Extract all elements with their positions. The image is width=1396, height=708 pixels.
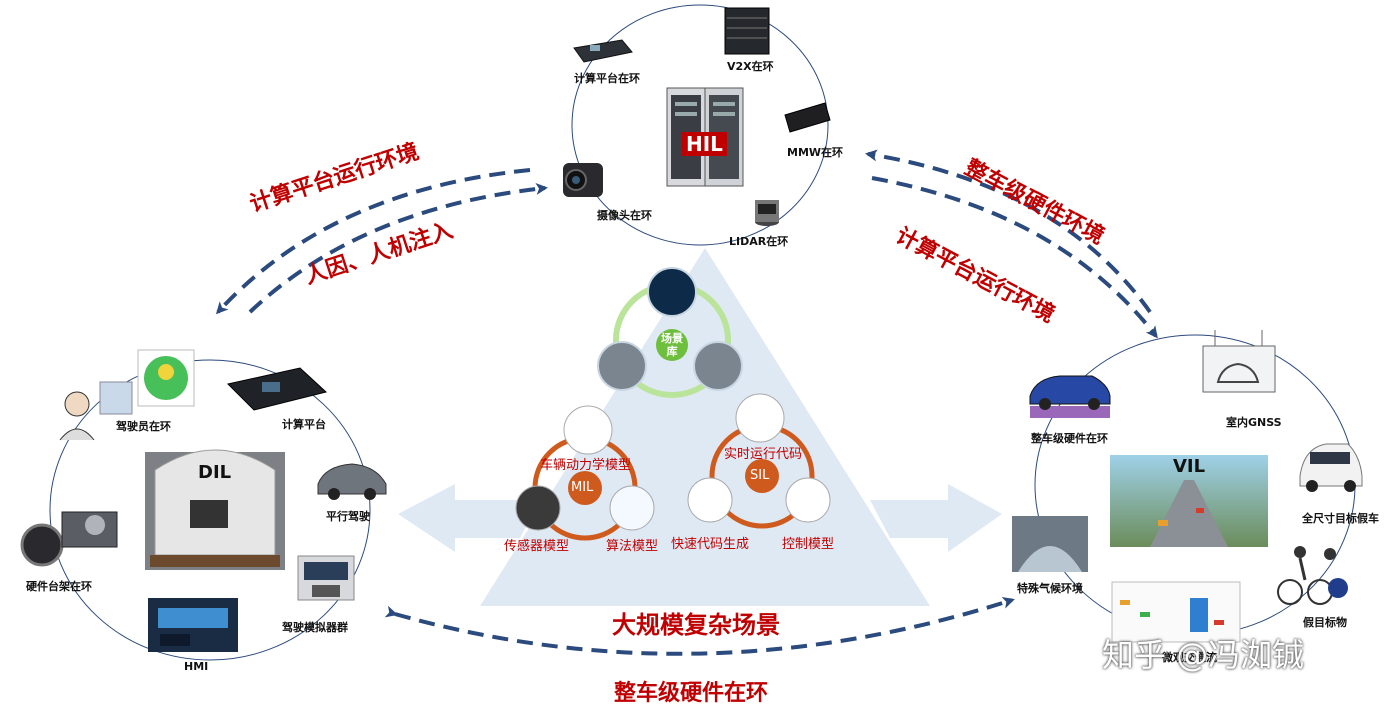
label-traffic-flow: 微观交通流	[1162, 651, 1217, 664]
dynamics-model-icon	[563, 405, 613, 455]
link-label-bottom-vehicle-hil: 整车级硬件在环	[614, 681, 769, 706]
radar-icon	[784, 102, 831, 133]
label-dummy-target: 假目标物	[1303, 616, 1347, 629]
vil-highway-image	[1110, 455, 1268, 547]
hmi-dashboard-icon	[148, 598, 238, 652]
algorithm-model-icon	[609, 485, 655, 531]
simulator-icon	[297, 555, 355, 601]
link-left-lower	[248, 183, 548, 314]
weather-tunnel-icon	[1012, 516, 1088, 572]
label-rapid-codegen: 快速代码生成	[671, 537, 750, 552]
label-mmw-in-loop: MMW在环	[787, 146, 844, 159]
watermark: 知乎 @冯洳铖	[1102, 636, 1305, 674]
scenario-library-node	[656, 329, 688, 361]
dummy-cyclist-icon	[1277, 546, 1348, 605]
bench-machine-icon	[20, 511, 118, 567]
label-v2x-in-loop: V2X在环	[727, 60, 774, 73]
control-model-icon	[785, 477, 831, 523]
label-simulator-cluster: 驾驶模拟器群	[282, 621, 348, 634]
hil-ring	[571, 4, 829, 246]
driver-person-icon	[59, 381, 133, 441]
codegen-icon	[687, 477, 733, 523]
label-camera-in-loop: 摄像头在环	[597, 209, 652, 222]
label-bench-in-loop: 硬件台架在环	[26, 580, 92, 593]
link-bottom	[384, 597, 1015, 656]
label-control-model: 控制模型	[782, 537, 835, 552]
camera-icon	[563, 163, 603, 197]
scenario-bubble-right	[693, 341, 743, 391]
traffic-flow-icon	[1111, 581, 1241, 643]
scenario-bubble-top	[647, 267, 697, 317]
label-indoor-gnss: 室内GNSS	[1226, 416, 1282, 429]
left-block-arrow	[398, 484, 540, 552]
label-compute-platform: 计算平台	[282, 418, 326, 431]
mil-node	[568, 471, 602, 505]
label-hmi: HMI	[184, 660, 209, 673]
target-car-icon	[1299, 443, 1363, 492]
sil-node	[745, 459, 779, 493]
gnss-panel-icon	[1202, 330, 1276, 393]
vehicle-rig-icon	[1029, 375, 1111, 418]
label-compute-in-loop: 计算平台在环	[574, 72, 640, 85]
dil-title: DIL	[198, 462, 232, 483]
label-parallel-driving: 平行驾驶	[326, 510, 370, 523]
hil-title: HIL	[682, 132, 727, 156]
scenario-bubble-left	[597, 341, 647, 391]
sensor-model-icon	[515, 485, 561, 531]
label-realtime-code: 实时运行代码	[724, 447, 803, 462]
car-icon	[317, 463, 387, 500]
link-left-upper	[215, 168, 531, 315]
label-target-car: 全尺寸目标假车	[1302, 512, 1379, 525]
compute-platform-icon	[227, 367, 328, 411]
label-vehicle-dynamics-model: 车辆动力学模型	[540, 458, 632, 473]
realtime-code-icon	[735, 393, 785, 443]
label-large-scale-scenarios: 大规模复杂场景	[612, 611, 780, 639]
label-driver-in-loop: 驾驶员在环	[116, 420, 171, 433]
label-sensor-model: 传感器模型	[504, 539, 570, 554]
server-rack-icon	[724, 7, 770, 55]
vil-title: VIL	[1173, 456, 1206, 477]
label-scenario-library: 场景库	[661, 332, 683, 358]
link-right-upper	[865, 149, 1152, 314]
right-block-arrow	[870, 484, 1002, 552]
compute-board-icon	[573, 39, 633, 63]
label-weather: 特殊气候环境	[1017, 582, 1083, 595]
label-vehicle-hil: 整车级硬件在环	[1031, 432, 1108, 445]
dashed-links	[215, 149, 1158, 656]
label-sil: SIL	[750, 468, 770, 483]
dil-ring	[49, 359, 371, 661]
link-right-lower	[871, 176, 1158, 339]
lidar-icon	[755, 200, 779, 226]
label-algorithm-model: 算法模型	[606, 539, 659, 554]
label-mil: MIL	[571, 480, 594, 495]
dil-cockpit-image	[145, 449, 285, 570]
label-lidar-in-loop: LIDAR在环	[729, 235, 789, 248]
brain-scan-icon	[137, 349, 195, 407]
